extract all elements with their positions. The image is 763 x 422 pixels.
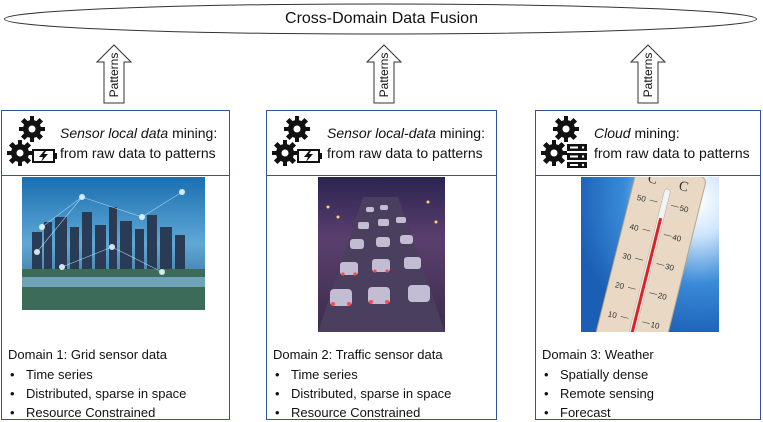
svg-text:30: 30 — [621, 251, 632, 262]
panel-header: Cloud mining: from raw data to patterns — [536, 111, 760, 176]
svg-text:10: 10 — [650, 320, 661, 331]
header-rest: mining: — [630, 125, 680, 141]
header-rest: mining: — [435, 125, 485, 141]
battery-charging-icon — [297, 149, 322, 163]
bullet-item: Forecast — [542, 403, 654, 422]
gear-icon — [541, 140, 567, 166]
arrow-label: Patterns — [377, 52, 391, 98]
domain-title: Domain 3: Weather — [542, 347, 654, 362]
bullet-list: Spatially dense Remote sensing Forecast — [542, 365, 654, 422]
domain-title: Domain 1: Grid sensor data — [8, 347, 167, 362]
header-rest: mining: — [168, 125, 218, 141]
server-icon — [567, 144, 587, 168]
header-line-2: from raw data to patterns — [60, 145, 216, 161]
panel-header: Sensor local data mining: from raw data … — [2, 111, 229, 176]
bullet-item: Resource Constrained — [8, 403, 186, 422]
bullet-list: Time series Distributed, sparse in space… — [8, 365, 186, 422]
diagram-title: Cross-Domain Data Fusion — [285, 10, 478, 27]
header-line-2: from raw data to patterns — [594, 145, 750, 161]
svg-text:20: 20 — [657, 291, 668, 302]
traffic-image — [318, 177, 445, 332]
panel-domain-1: Sensor local data mining: from raw data … — [1, 110, 230, 422]
panel-domain-3: Cloud mining: from raw data to patterns … — [535, 110, 761, 422]
gear-icon — [272, 140, 298, 166]
panel-header: Sensor local-data mining: from raw data … — [267, 111, 496, 176]
svg-text:50: 50 — [636, 193, 647, 204]
header-line-1: Cloud mining: — [594, 125, 680, 141]
bullet-item: Resource Constrained — [273, 403, 451, 422]
panel-domain-2: Sensor local-data mining: from raw data … — [266, 110, 497, 422]
smart-grid-city-image — [22, 177, 205, 310]
bullet-list: Time series Distributed, sparse in space… — [273, 365, 451, 422]
gear-icon — [19, 116, 45, 142]
arrow-label: Patterns — [641, 52, 655, 98]
header-line-1: Sensor local data mining: — [60, 125, 217, 141]
svg-text:40: 40 — [629, 222, 640, 233]
gear-icon — [553, 116, 579, 142]
svg-text:30: 30 — [664, 262, 675, 273]
gear-icon — [284, 116, 310, 142]
up-arrow-icon — [96, 44, 132, 104]
svg-text:50: 50 — [679, 204, 690, 215]
svg-text:10: 10 — [607, 309, 618, 320]
header-italic: Sensor local-data — [327, 125, 436, 141]
domain-title: Domain 2: Traffic sensor data — [273, 347, 443, 362]
svg-text:C: C — [646, 177, 659, 188]
bullet-item: Remote sensing — [542, 384, 654, 403]
header-italic: Sensor local data — [60, 125, 169, 141]
fusion-ellipse — [4, 3, 757, 35]
gear-icon — [7, 140, 33, 166]
header-line-2: from raw data to patterns — [327, 145, 483, 161]
svg-text:40: 40 — [671, 233, 682, 244]
up-arrow-icon — [630, 44, 666, 104]
arrow-label: Patterns — [107, 52, 121, 98]
bullet-item: Time series — [8, 365, 186, 384]
battery-charging-icon — [32, 149, 57, 163]
svg-text:20: 20 — [614, 280, 625, 291]
header-italic: Cloud — [594, 125, 631, 141]
header-line-1: Sensor local-data mining: — [327, 125, 485, 141]
bullet-item: Distributed, sparse in space — [8, 384, 186, 403]
up-arrow-icon — [366, 44, 402, 104]
bullet-item: Spatially dense — [542, 365, 654, 384]
bullet-item: Time series — [273, 365, 451, 384]
svg-text:C: C — [677, 179, 690, 196]
bullet-item: Distributed, sparse in space — [273, 384, 451, 403]
thermometer-image: C C 50 50 40 40 30 30 20 20 10 10 — [581, 177, 719, 332]
